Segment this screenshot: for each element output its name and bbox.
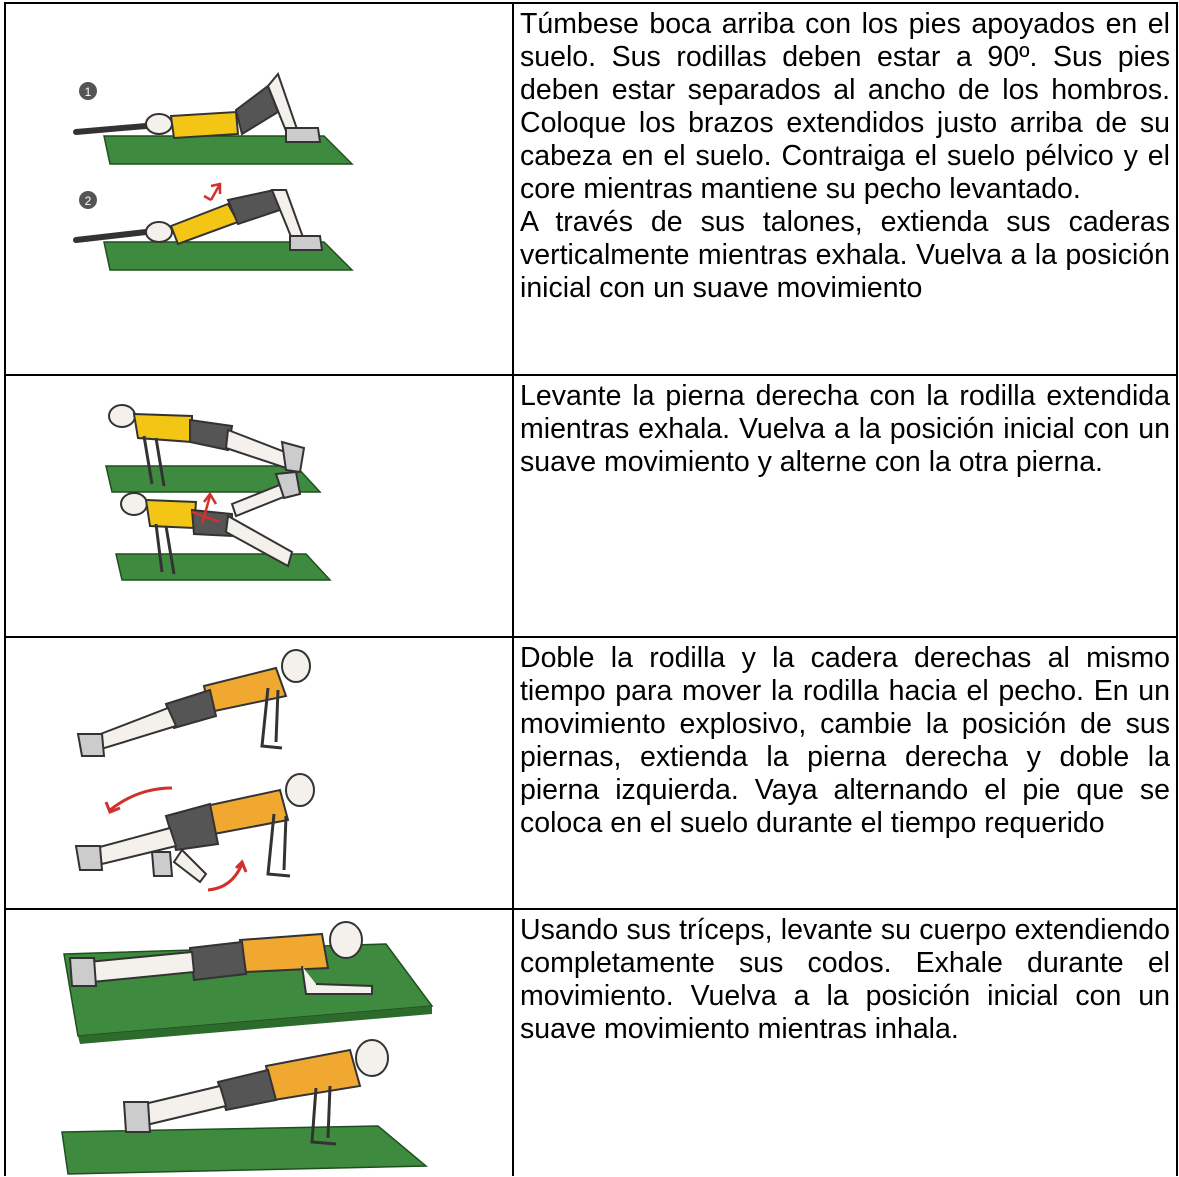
- exercise-description-cell: Doble la rodilla y la cadera derechas al…: [512, 636, 1178, 910]
- head-icon: [281, 649, 311, 683]
- exercise-description-cell: Levante la pierna derecha con la rodilla…: [512, 374, 1178, 638]
- exercise-mat-edge: [78, 1006, 432, 1044]
- head-icon: [145, 113, 173, 135]
- step-marker-label: 2: [85, 194, 92, 208]
- exercise-illustration-cell: [4, 908, 514, 1176]
- movement-arrow-icon: [109, 786, 173, 812]
- head-icon: [355, 1039, 389, 1077]
- description-paragraph: Usando sus tríceps, levante su cuerpo ex…: [520, 914, 1170, 1045]
- step-marker-2: [79, 191, 97, 209]
- exercise-mat: [115, 553, 332, 581]
- movement-arrow-icon: [207, 863, 244, 892]
- exercise-description: Usando sus tríceps, levante su cuerpo ex…: [514, 910, 1176, 1046]
- step-marker-1: [79, 82, 97, 100]
- exercise-table: 1 2: [4, 2, 1178, 1176]
- exercise-row: Usando sus tríceps, levante su cuerpo ex…: [4, 908, 1178, 1176]
- exercise-description-cell: Usando sus tríceps, levante su cuerpo ex…: [512, 908, 1178, 1176]
- head-icon: [108, 404, 136, 428]
- step-marker-label: 1: [85, 85, 92, 99]
- movement-arrow-icon: [203, 182, 222, 202]
- description-paragraph: A través de sus talones, extienda sus ca…: [520, 206, 1170, 304]
- head-icon: [285, 773, 315, 807]
- exercise-row: 1 2: [4, 2, 1178, 376]
- exercise-description-cell: Túmbese boca arriba con los pies apoyado…: [512, 2, 1178, 376]
- exercise-mat: [105, 465, 322, 493]
- description-paragraph: Doble la rodilla y la cadera derechas al…: [520, 642, 1170, 839]
- exercise-row: Levante la pierna derecha con la rodilla…: [4, 374, 1178, 638]
- exercise-description: Túmbese boca arriba con los pies apoyado…: [514, 4, 1176, 305]
- description-paragraph: Levante la pierna derecha con la rodilla…: [520, 380, 1170, 478]
- exercise-illustration-cell: 1 2: [4, 2, 514, 376]
- head-icon: [329, 921, 363, 959]
- mountain-climber-illustration: [74, 649, 315, 892]
- exercise-mat: [61, 1125, 429, 1175]
- plank-to-push-up-illustration: [61, 921, 434, 1175]
- exercise-illustration-cell: [4, 374, 514, 638]
- glute-bridge-illustration: 1 2: [73, 71, 354, 271]
- exercise-description: Levante la pierna derecha con la rodilla…: [514, 376, 1176, 479]
- single-leg-bridge-illustration: [105, 404, 332, 581]
- head-icon: [120, 492, 148, 516]
- movement-arrow-icon: [191, 491, 221, 525]
- description-paragraph: Túmbese boca arriba con los pies apoyado…: [520, 8, 1170, 205]
- exercise-illustration-cell: [4, 636, 514, 910]
- exercise-description: Doble la rodilla y la cadera derechas al…: [514, 638, 1176, 840]
- exercise-row: Doble la rodilla y la cadera derechas al…: [4, 636, 1178, 910]
- head-icon: [145, 221, 173, 243]
